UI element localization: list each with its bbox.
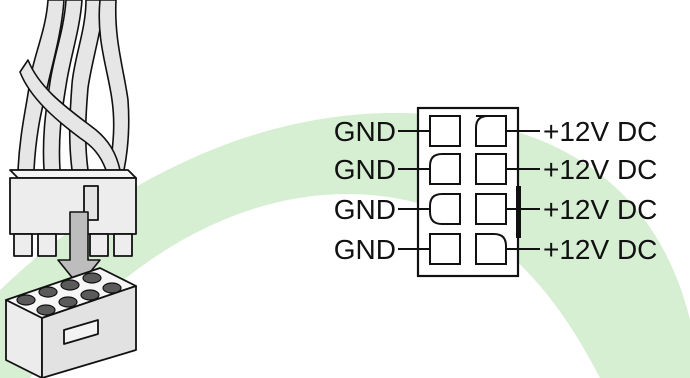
pin-8-12v xyxy=(475,233,507,265)
connector-latch xyxy=(516,186,521,238)
socket-header xyxy=(5,267,137,378)
pin-7-12v xyxy=(475,193,507,225)
left-pin-labels: GND GND GND GND xyxy=(334,116,396,265)
gnd-label-3: GND xyxy=(334,194,396,225)
pin-6-12v xyxy=(475,153,507,185)
gnd-label-2: GND xyxy=(334,154,396,185)
pin-4-gnd xyxy=(429,233,461,265)
v12-label-1: +12V DC xyxy=(543,116,657,147)
pin-3-gnd xyxy=(429,193,461,225)
pin-1-gnd xyxy=(429,115,461,147)
pin-2-gnd xyxy=(429,153,461,185)
leader-lines xyxy=(398,130,540,250)
pin-row-1 xyxy=(429,115,507,147)
v12-label-4: +12V DC xyxy=(543,234,657,265)
pin-row-4 xyxy=(429,233,507,265)
gnd-label-1: GND xyxy=(334,116,396,147)
pin-row-3 xyxy=(429,193,507,225)
socket-holes xyxy=(16,272,122,316)
gnd-label-4: GND xyxy=(334,234,396,265)
v12-label-3: +12V DC xyxy=(543,194,657,225)
v12-label-2: +12V DC xyxy=(543,154,657,185)
pin-5-12v xyxy=(475,115,507,147)
pinout-diagram: GND GND GND GND +12V DC +12V DC +12V DC … xyxy=(334,106,657,278)
right-pin-labels: +12V DC +12V DC +12V DC +12V DC xyxy=(543,116,657,265)
cable-bundle xyxy=(17,0,130,171)
connector-insertion-illustration xyxy=(5,0,137,378)
pin-row-2 xyxy=(429,153,507,185)
